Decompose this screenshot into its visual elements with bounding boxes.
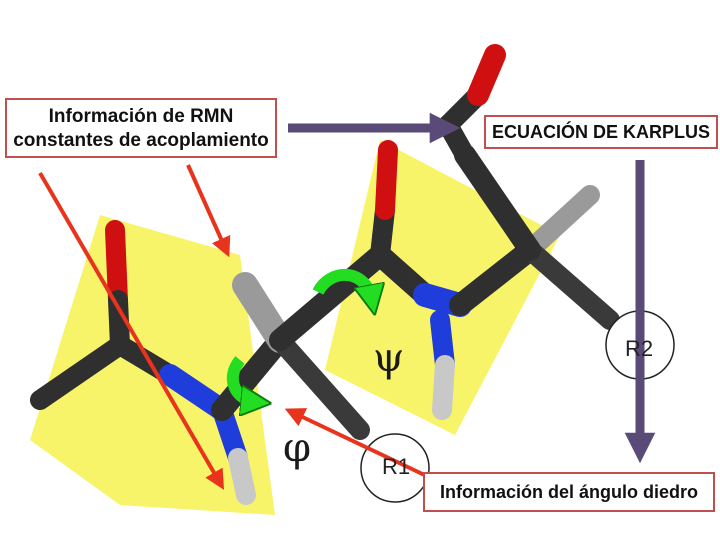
- phi-rotation-arrow: [226, 356, 256, 402]
- bond: [454, 144, 541, 261]
- psi-angle-label: ψ: [373, 335, 405, 381]
- karplus-equation-box: ECUACIÓN DE KARPLUS: [484, 115, 718, 149]
- bond: [228, 448, 256, 505]
- bond: [449, 239, 541, 316]
- bond: [211, 329, 291, 421]
- dihedral-info-box: Información del ángulo diedro: [423, 472, 715, 512]
- residue-r2-label: R2: [625, 336, 654, 361]
- bond: [520, 185, 600, 260]
- bond: [105, 220, 128, 310]
- pointer-arrow-to-phi: [284, 408, 436, 482]
- bond: [520, 240, 620, 330]
- nmr-info-box: Información de RMN constantes de acoplam…: [5, 98, 277, 158]
- pointer-arrow-to-nh: [38, 171, 225, 490]
- psi-rotation-arrow: [312, 269, 372, 300]
- bond: [467, 44, 506, 106]
- bond: [432, 355, 455, 420]
- bond: [30, 335, 130, 410]
- residue-r1-label: R1: [382, 454, 411, 479]
- phi-angle-label: φ: [283, 425, 312, 471]
- pointer-arrow-to-bond: [186, 164, 231, 258]
- bond: [269, 244, 391, 351]
- bond: [375, 140, 398, 220]
- bond: [270, 330, 370, 440]
- nmr-info-line1: Información de RMN: [48, 106, 234, 127]
- nmr-info-line2: constantes de acoplamiento: [13, 130, 269, 151]
